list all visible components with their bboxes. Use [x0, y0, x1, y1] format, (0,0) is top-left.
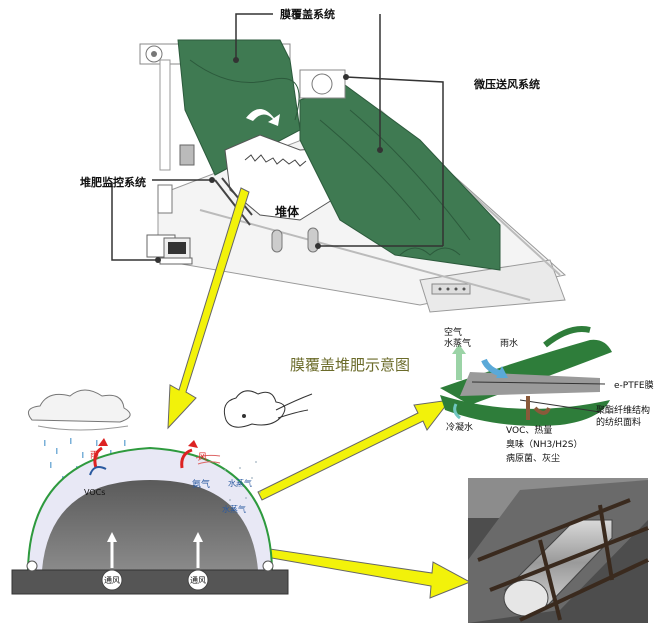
- label-dome-steam-out: 水蒸气: [228, 479, 252, 488]
- membrane-detail: [440, 326, 612, 426]
- aeration-pipe-photo: [468, 478, 649, 623]
- label-vent-left: 通风: [104, 576, 120, 585]
- label-air-steam: 空气 水蒸气: [444, 328, 472, 349]
- arrow-to-pipe: [265, 548, 472, 599]
- label-dome-steam-in: 水蒸气: [222, 505, 246, 514]
- label-dome-rain: 雨: [90, 451, 100, 461]
- arrow-down-to-dome: [167, 187, 250, 430]
- label-emissions: VOC、热量 臭味（NH3/H2S） 病原菌、灰尘: [506, 426, 583, 464]
- label-pile: 堆体: [275, 205, 300, 219]
- label-micro-pressure-air-system: 微压送风系统: [474, 78, 540, 91]
- dome-diagram: [11, 389, 313, 595]
- label-compost-monitor-system: 堆肥监控系统: [80, 176, 146, 189]
- label-vent-right: 通风: [190, 576, 206, 585]
- arrow-to-membrane: [257, 399, 452, 501]
- label-condensate: 冷凝水: [446, 423, 474, 433]
- label-dome-wind: 风: [198, 453, 208, 463]
- label-dome-vocs: VOCs: [84, 488, 106, 497]
- label-fabric: 聚酯纤维结构 的纺织面料: [596, 406, 651, 428]
- label-film-cover-system: 膜覆盖系统: [280, 8, 335, 21]
- diagram-title: 膜覆盖堆肥示意图: [290, 356, 411, 374]
- yellow-arrows: [167, 187, 472, 599]
- label-rainwater: 雨水: [500, 339, 519, 349]
- label-dome-ammonia: 氨气: [192, 480, 211, 490]
- label-eptfe: e-PTFE膜: [614, 381, 654, 391]
- composting-machine-illustration: [111, 13, 567, 313]
